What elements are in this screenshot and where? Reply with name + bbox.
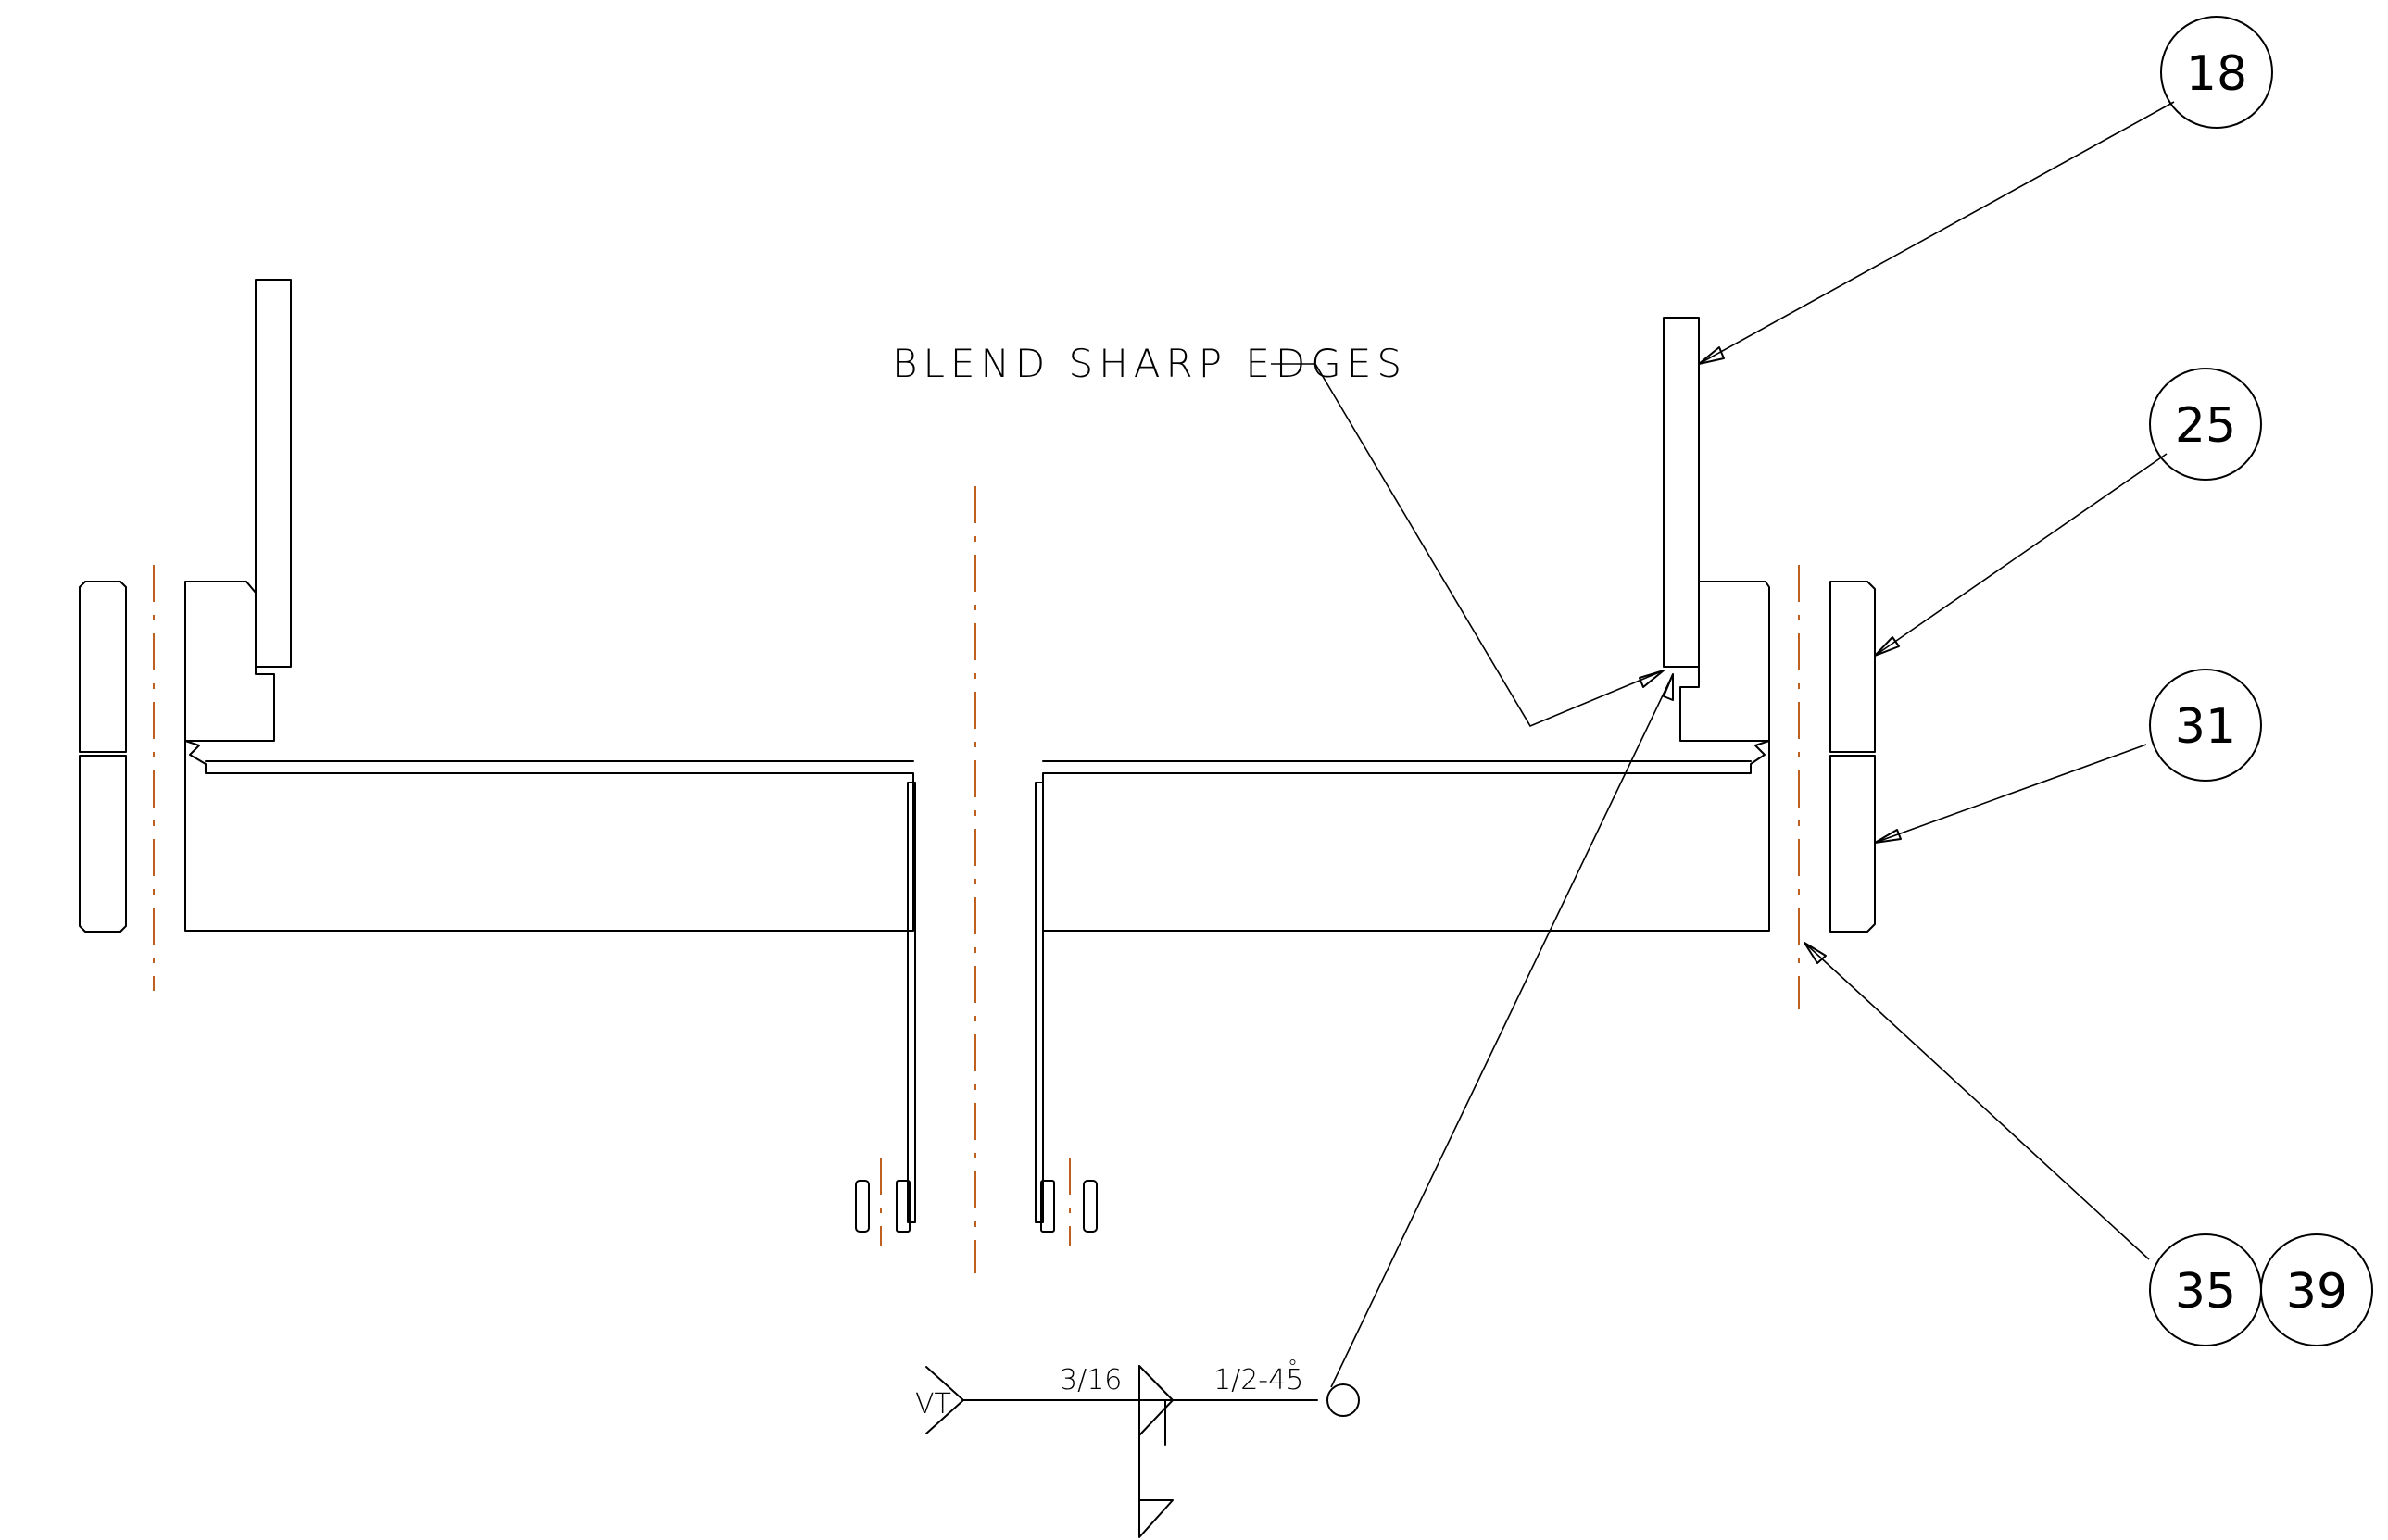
weld-fillet-upper-diag (1138, 1365, 1174, 1401)
note-arrowhead (1639, 670, 1665, 688)
balloon-label: 25 (2175, 398, 2236, 454)
right-vertical-plate (1663, 317, 1700, 668)
balloon-39: 39 (2260, 1233, 2373, 1346)
blend-sharp-edges-note: BLEND SHARP EDGES (892, 341, 1407, 386)
right-gasket-strip (1035, 782, 1044, 1223)
left-outer-ring-lower (79, 755, 127, 933)
balloon-circle (2149, 368, 2262, 481)
right-small-ring-a (1040, 1180, 1055, 1233)
weld-leader (1330, 673, 1674, 1388)
balloon-25: 25 (2149, 368, 2262, 481)
left-gasket-strip (907, 782, 916, 1223)
balloon-18: 18 (2160, 16, 2273, 129)
left-ring-block (184, 581, 275, 742)
arrowhead-18 (1698, 346, 1725, 365)
arrowhead-35 (1804, 942, 1827, 964)
leader-35 (1804, 942, 2150, 1260)
left-vertical-plate (255, 279, 292, 668)
right-flange-plate (1042, 740, 1770, 932)
weld-tail (925, 1366, 964, 1434)
left-assembly (79, 279, 916, 1233)
balloon-35: 35 (2149, 1233, 2262, 1346)
right-assembly (1035, 317, 1876, 1233)
weld-length-pitch-text: 1/2-45 (1213, 1364, 1303, 1396)
centerlines (153, 486, 1800, 1273)
weld-fillet-lower (1138, 1399, 1174, 1436)
balloons: 18 25 31 35 39 (2149, 16, 2373, 1346)
balloon-label: 39 (2286, 1264, 2347, 1320)
right-small-ring-b (1083, 1180, 1098, 1233)
note-leader (1271, 363, 1665, 728)
leader-25 (1874, 453, 2168, 657)
weld-tail-text: VT (915, 1388, 951, 1421)
left-small-ring-b (896, 1180, 911, 1233)
weld-all-around-circle (1326, 1383, 1360, 1417)
balloon-circle (2260, 1233, 2373, 1346)
arrowhead-25 (1874, 636, 1900, 657)
weld-degree-mark: ° (1288, 1357, 1298, 1380)
right-ring-block (1679, 581, 1770, 742)
left-flange-plate (184, 740, 914, 932)
balloon-31: 31 (2149, 669, 2262, 782)
left-outer-ring-upper (79, 581, 127, 753)
weld-arrowhead (1663, 673, 1674, 701)
balloon-label: 31 (2175, 699, 2236, 755)
arrowhead-31 (1874, 829, 1902, 844)
leader-18 (1698, 101, 2175, 365)
balloon-label: 35 (2175, 1264, 2236, 1320)
balloon-circle (2149, 669, 2262, 782)
right-outer-ring-lower (1829, 755, 1876, 933)
leaders (1271, 101, 2175, 1388)
weld-fillet-stagger (1138, 1499, 1174, 1538)
leader-31 (1874, 744, 2147, 844)
balloon-label: 18 (2186, 46, 2247, 102)
right-outer-ring-upper (1829, 581, 1876, 753)
left-small-ring-a (855, 1180, 870, 1233)
balloon-circle (2160, 16, 2273, 129)
weld-symbol: VT 3/16 1/2-45 ° (915, 1357, 1360, 1538)
weld-size-text: 3/16 (1060, 1364, 1122, 1396)
